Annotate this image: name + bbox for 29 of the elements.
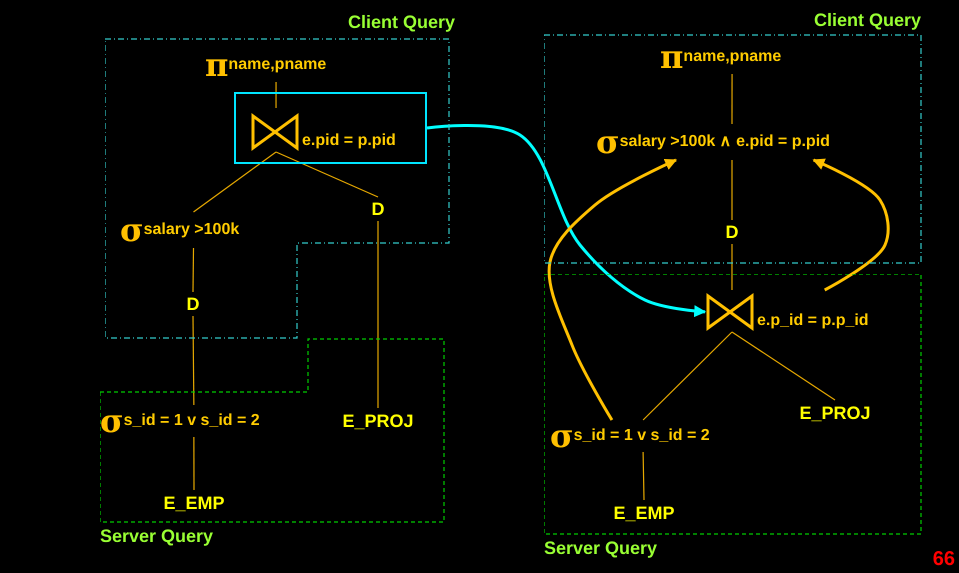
relation-name: E_PROJ [790, 400, 880, 426]
tree-edge [642, 332, 732, 420]
region-title: Server Query [100, 526, 214, 547]
relation-name: D [720, 220, 744, 244]
highlight-box [234, 92, 427, 164]
tree-edge [276, 151, 378, 198]
tree-edge [732, 332, 836, 400]
tree-edge [377, 221, 379, 408]
arrow [812, 158, 890, 292]
region-title: Server Query [544, 538, 658, 559]
region-title: Client Query [814, 10, 921, 31]
relation-name: D [366, 197, 390, 221]
relation-name: D [181, 292, 205, 316]
join-condition: e.p_id = p.p_id [757, 312, 869, 330]
tree-edge [642, 452, 645, 500]
tree-edge [731, 74, 733, 124]
tree-edge [193, 152, 276, 212]
region-title: Client Query [348, 12, 455, 33]
arrow [548, 158, 678, 421]
tree-edge [731, 160, 733, 220]
tree-edge [193, 437, 195, 490]
relation-name: E_EMP [606, 500, 682, 526]
relation-name: E_EMP [156, 490, 232, 516]
relation-name: E_PROJ [333, 408, 423, 434]
tree-edge [192, 248, 194, 292]
arrow [426, 124, 706, 318]
page-number: 66 [932, 548, 955, 571]
tree-edge [192, 316, 194, 405]
join-condition: e.pid = p.pid [302, 132, 396, 150]
